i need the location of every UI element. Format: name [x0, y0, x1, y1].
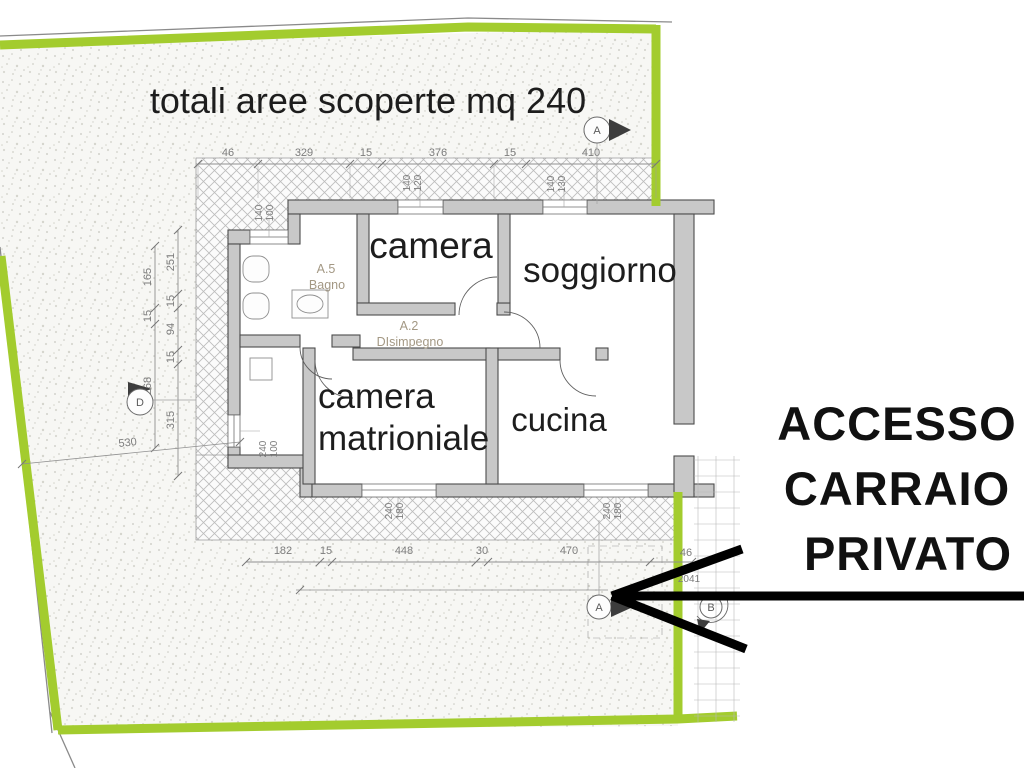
door-arcs — [299, 276, 597, 399]
dimension-chain-bottom: 182 15 448 30 470 46 2041 — [241, 545, 701, 595]
dim-win-bottom1-w: 240 — [384, 502, 395, 519]
dim-win-bottom1-h: 180 — [395, 502, 406, 519]
dim-win-bottom2-w: 240 — [602, 502, 613, 519]
access-note-line-3: PRIVATO — [804, 527, 1012, 580]
window-dimensions: 140 100 140 120 140 130 240 100 240 180 … — [240, 174, 624, 519]
dim-win-top1-w: 140 — [402, 174, 413, 191]
room-label-camera-matrimoniale-1: camera — [318, 377, 435, 416]
section-markers: A D A B — [126, 116, 729, 633]
room-label-disimpegno: DIsimpegno — [377, 335, 444, 349]
dim-bottom-2: 15 — [320, 545, 332, 557]
dim-top-5: 15 — [504, 147, 516, 159]
dim-left-outer-1: 165 — [142, 268, 154, 286]
section-marker-a-top: A — [593, 125, 601, 137]
dim-left-inner-3: 94 — [165, 323, 177, 335]
room-label-bagno: Bagno — [309, 278, 345, 292]
section-marker-a-bottom: A — [595, 602, 603, 614]
bathroom-fixtures — [242, 255, 329, 381]
dim-top-1: 46 — [222, 147, 234, 159]
room-code-disimpegno: A.2 — [400, 319, 419, 333]
access-note-line-2: CARRAIO — [784, 462, 1010, 515]
toilet-icon — [242, 255, 270, 283]
section-marker-b: B — [707, 602, 714, 614]
dim-top-4: 376 — [429, 147, 447, 159]
dim-win-top2-w: 140 — [546, 175, 557, 192]
dim-bottom-5: 470 — [560, 545, 578, 557]
dim-bottom-1: 182 — [274, 545, 292, 557]
dimension-chain-top: 46 329 15 376 15 410 — [193, 147, 661, 198]
page-title: totali aree scoperte mq 240 — [150, 80, 586, 121]
boundary-left — [0, 255, 63, 731]
dim-left-inner-5: 315 — [165, 411, 177, 429]
dim-bottom-6: 46 — [680, 547, 692, 559]
lot-boundary-green — [0, 22, 738, 735]
boundary-bottom — [57, 711, 738, 735]
dim-win-bagno-h: 100 — [265, 204, 276, 221]
section-marker-d: D — [136, 397, 144, 409]
room-code-bagno: A.5 — [317, 262, 336, 276]
dim-win-left-w: 240 — [258, 440, 269, 457]
dimension-diagonal: 530 — [17, 436, 245, 469]
dim-diagonal: 530 — [118, 436, 138, 450]
dim-top-3: 15 — [360, 147, 372, 159]
dim-left-inner-2: 15 — [165, 295, 177, 307]
windows — [227, 199, 649, 498]
dim-win-top2-h: 130 — [557, 175, 568, 192]
boundary-top — [0, 22, 657, 50]
dim-bottom-3: 448 — [395, 545, 413, 557]
dim-left-inner-1: 251 — [165, 253, 177, 271]
dim-win-bagno-w: 140 — [254, 204, 265, 221]
dim-win-left-h: 100 — [269, 440, 280, 457]
dim-bottom-total: 2041 — [678, 574, 701, 585]
dim-top-2: 329 — [295, 147, 313, 159]
dim-bottom-4: 30 — [476, 545, 488, 557]
room-label-camera: camera — [369, 225, 493, 266]
dim-left-inner-4: 15 — [165, 351, 177, 363]
access-arrow-icon — [610, 544, 1024, 654]
bidet-icon — [242, 292, 270, 320]
dim-win-top1-h: 120 — [413, 174, 424, 191]
dim-win-bottom2-h: 180 — [613, 502, 624, 519]
dim-top-6: 410 — [582, 147, 600, 159]
dim-left-outer-2: 15 — [142, 310, 154, 322]
room-label-soggiorno: soggiorno — [523, 251, 677, 290]
access-note-line-1: ACCESSO — [777, 397, 1016, 450]
walls — [227, 199, 715, 498]
section-arrow-icon — [609, 119, 631, 141]
room-label-cucina: cucina — [511, 401, 607, 438]
closet-square — [249, 357, 273, 381]
room-label-camera-matrimoniale-2: matrioniale — [318, 419, 489, 458]
dimension-chain-left: 165 15 268 251 15 94 15 315 — [142, 225, 183, 481]
